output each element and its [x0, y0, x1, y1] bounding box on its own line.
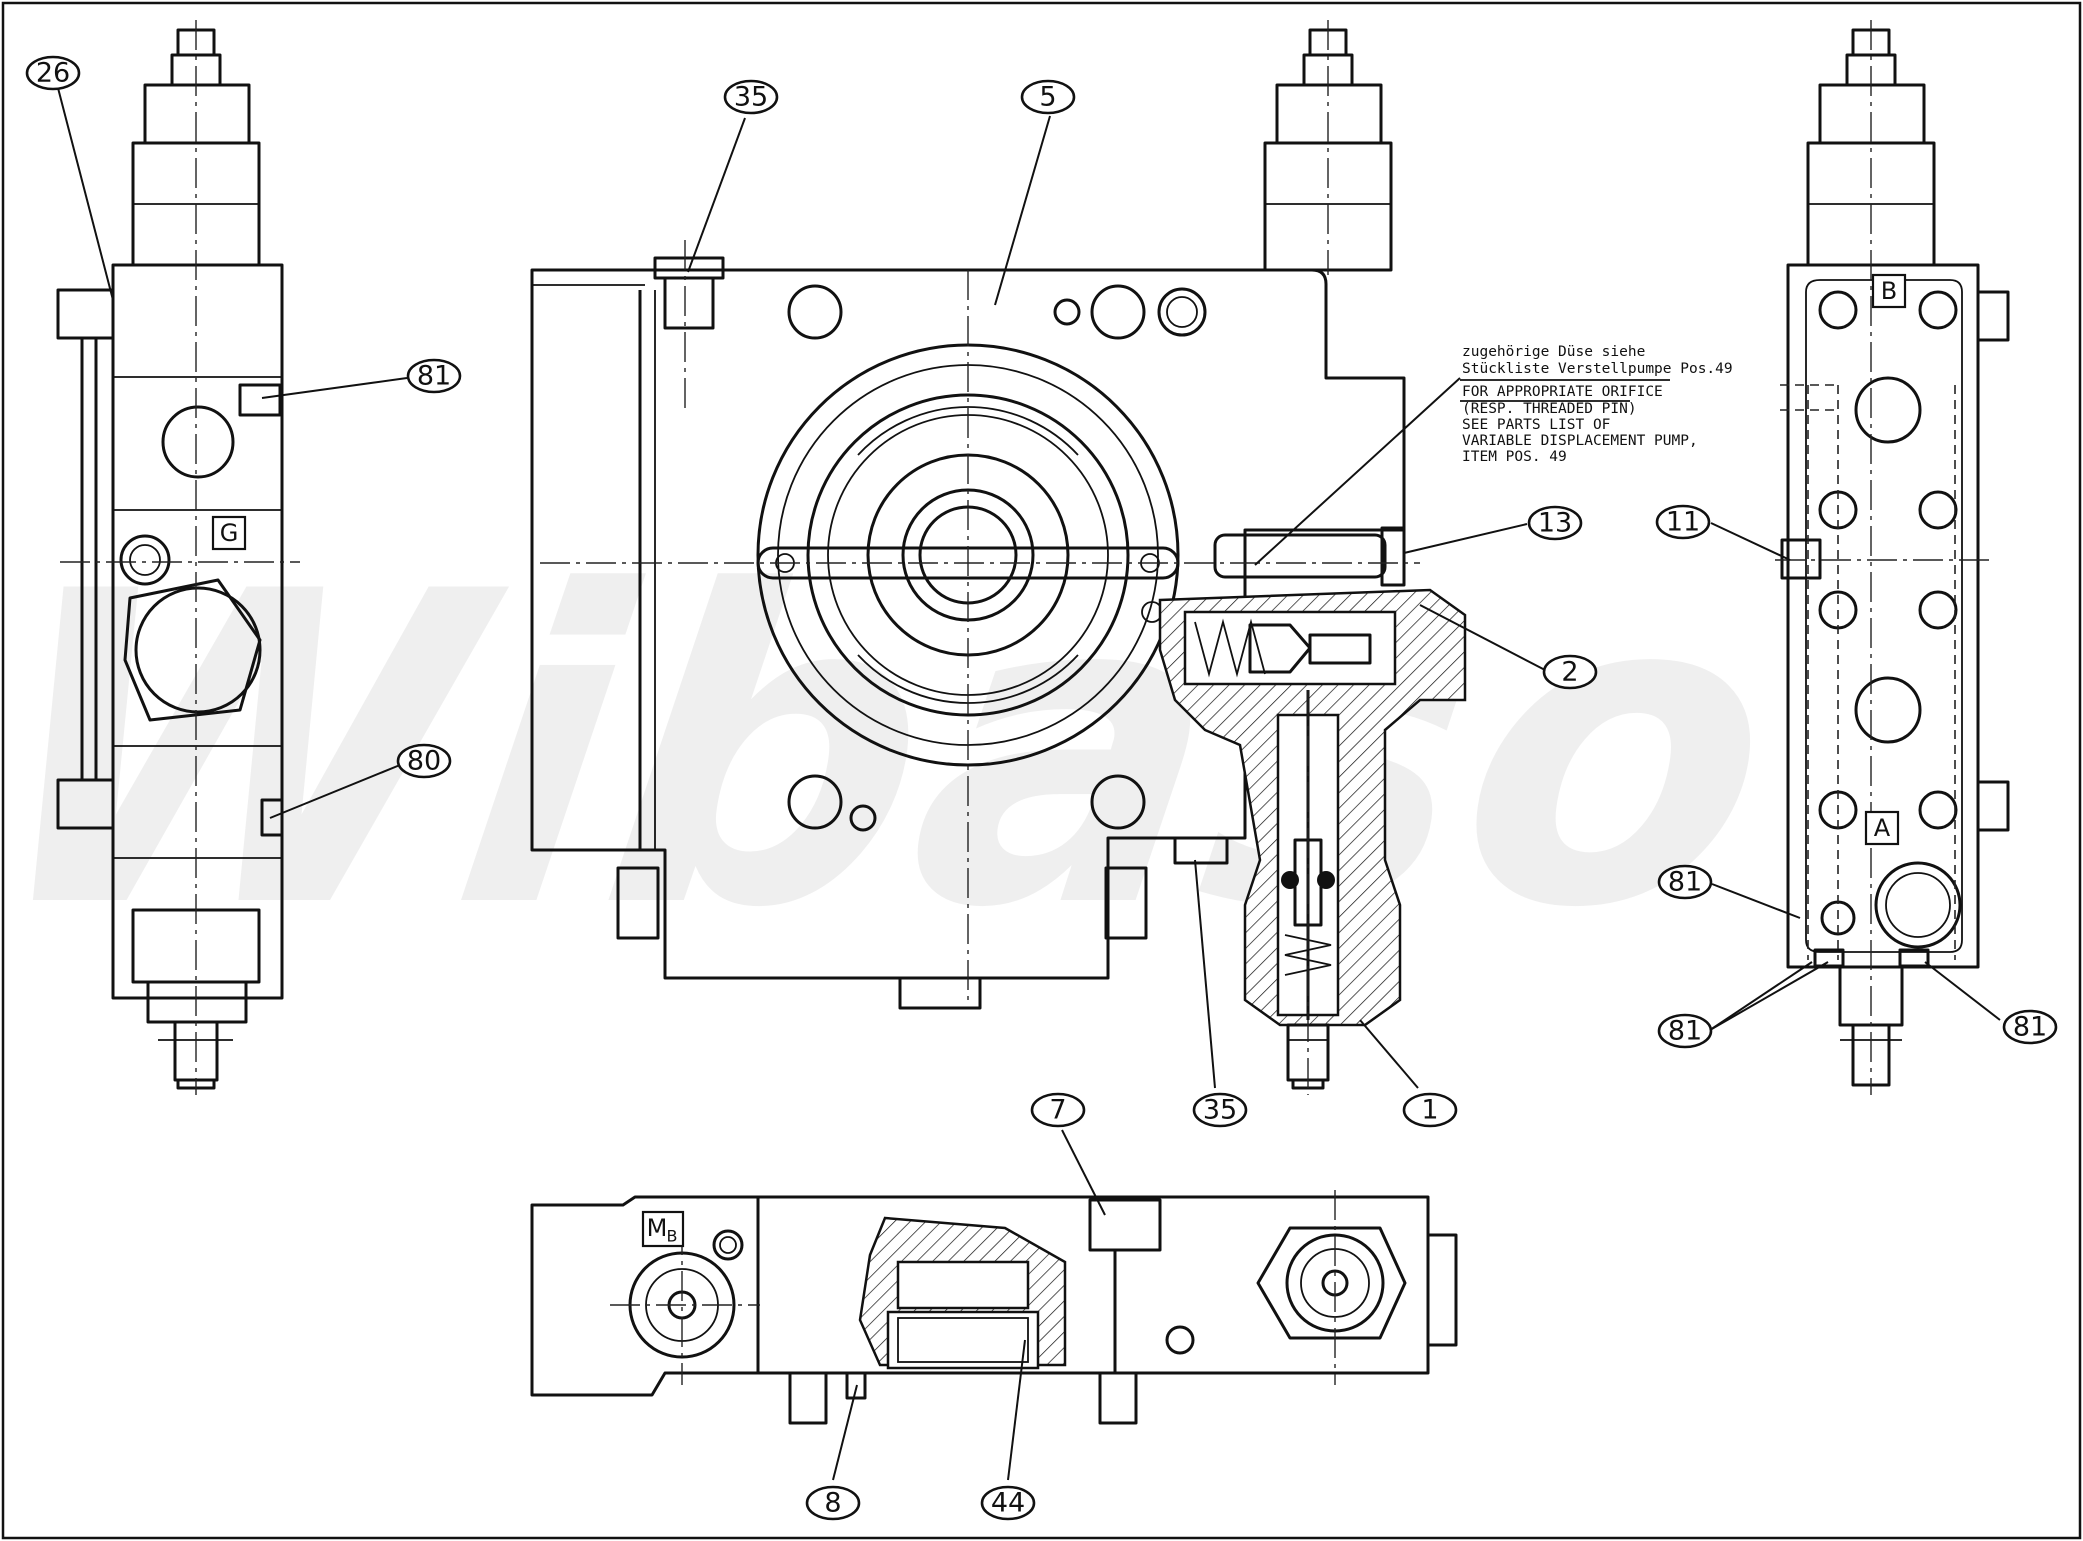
- bottom-view: [530, 1190, 1458, 1425]
- svg-text:M: M: [647, 1214, 668, 1242]
- balloon-7: 7: [1030, 1092, 1086, 1128]
- balloon-81-left: 81: [406, 358, 462, 394]
- note-line-5: SEE PARTS LIST OF: [1462, 417, 1610, 433]
- right-side-view: [1775, 20, 2010, 1095]
- svg-text:44: 44: [991, 1488, 1025, 1519]
- balloon-81-right-a: 81: [1657, 864, 1713, 900]
- port-label-g: G: [211, 515, 247, 551]
- svg-text:13: 13: [1538, 508, 1572, 539]
- svg-text:35: 35: [734, 82, 768, 113]
- svg-text:G: G: [220, 519, 239, 547]
- note-line-1: zugehörige Düse siehe: [1462, 344, 1645, 360]
- balloon-35-bottom: 35: [1192, 1092, 1248, 1128]
- svg-text:81: 81: [417, 361, 451, 392]
- balloon-1: 1: [1402, 1092, 1458, 1128]
- balloon-5: 5: [1020, 79, 1076, 115]
- note-line-6: VARIABLE DISPLACEMENT PUMP,: [1462, 433, 1698, 449]
- leader-lines: [57, 87, 2001, 1481]
- svg-text:81: 81: [1668, 867, 1702, 898]
- port-label-a: A: [1864, 810, 1900, 846]
- front-view: [530, 20, 1467, 1095]
- balloon-81-right-b: 81: [1657, 1013, 1713, 1049]
- balloon-80: 80: [396, 743, 452, 779]
- svg-text:35: 35: [1203, 1095, 1237, 1126]
- svg-text:81: 81: [1668, 1016, 1702, 1047]
- note-line-3: FOR APPROPRIATE ORIFICE: [1462, 384, 1663, 400]
- svg-text:A: A: [1874, 814, 1891, 842]
- balloon-13: 13: [1527, 505, 1583, 541]
- svg-text:B: B: [667, 1227, 678, 1246]
- svg-text:11: 11: [1666, 507, 1700, 538]
- balloon-2: 2: [1542, 654, 1598, 690]
- svg-text:80: 80: [407, 746, 441, 777]
- balloon-81-right-c: 81: [2002, 1009, 2058, 1045]
- svg-text:B: B: [1881, 277, 1897, 305]
- note-line-7: ITEM POS. 49: [1462, 449, 1567, 465]
- port-label-b: B: [1871, 273, 1907, 309]
- left-side-view: [56, 20, 300, 1095]
- svg-text:26: 26: [36, 58, 70, 89]
- balloon-8: 8: [805, 1485, 861, 1521]
- svg-text:5: 5: [1039, 82, 1056, 113]
- balloon-11: 11: [1655, 504, 1711, 540]
- svg-text:2: 2: [1561, 657, 1578, 688]
- svg-text:1: 1: [1421, 1095, 1438, 1126]
- note-line-4: (RESP. THREADED PIN): [1462, 401, 1637, 417]
- svg-text:7: 7: [1049, 1095, 1066, 1126]
- balloon-35-top: 35: [723, 79, 779, 115]
- balloon-26: 26: [25, 55, 81, 91]
- orifice-note: zugehörige Düse siehe Stückliste Verstel…: [1254, 344, 1733, 566]
- svg-text:8: 8: [824, 1488, 841, 1519]
- balloon-44: 44: [980, 1485, 1036, 1521]
- watermark: Wibaso: [0, 501, 1801, 1002]
- note-line-2: Stückliste Verstellpumpe Pos.49: [1462, 361, 1733, 377]
- port-label-mb: M B: [641, 1210, 685, 1248]
- svg-text:81: 81: [2013, 1012, 2047, 1043]
